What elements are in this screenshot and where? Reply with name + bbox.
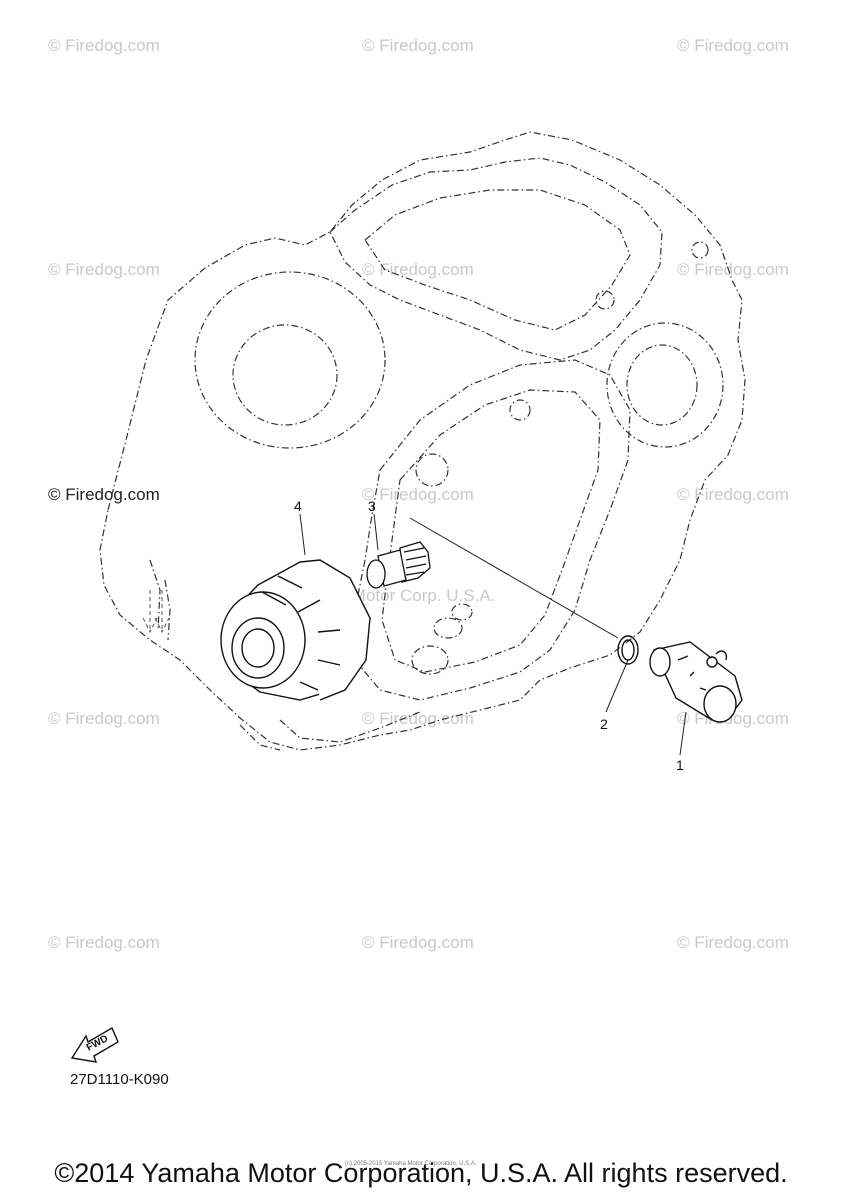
bolt-boss-4 <box>691 241 709 259</box>
left-rib-2 <box>164 579 171 641</box>
right-boss-inner <box>626 344 698 426</box>
fwd-arrow-icon <box>70 1026 119 1063</box>
watermark: © Firedog.com <box>362 933 474 952</box>
watermark: © Firedog.com <box>362 485 474 504</box>
watermark: © Firedog.com <box>48 36 160 55</box>
watermark-dark: © Firedog.com <box>48 485 160 504</box>
bolt-boss <box>415 453 449 487</box>
oil-fitting <box>366 541 431 589</box>
cylinder-inner <box>364 189 631 331</box>
leader-line-1 <box>679 711 687 756</box>
flow-arrow <box>142 590 158 634</box>
copyright-footer: ©2014 Yamaha Motor Corporation, U.S.A. A… <box>54 1158 788 1188</box>
watermark: © Firedog.com <box>48 933 160 952</box>
reference-code: 27D1110-K090 <box>70 1071 169 1088</box>
watermark: © Firedog.com <box>48 709 160 728</box>
callout-3: 3 <box>368 498 376 514</box>
mount-boss-3 <box>451 603 473 621</box>
callout-4: 4 <box>294 498 302 514</box>
leader-line-2 <box>605 659 629 713</box>
oil-union <box>649 641 743 723</box>
watermark: © Firedog.com <box>48 260 160 279</box>
watermark: © Firedog.com <box>677 260 789 279</box>
mount-boss-2 <box>433 617 463 639</box>
bolt-boss-3 <box>595 290 615 310</box>
oil-filter <box>220 559 371 701</box>
mount-boss <box>411 645 449 675</box>
leader-line-4 <box>299 513 306 556</box>
cylinder-block-outline <box>329 157 663 361</box>
flow-arrow-2 <box>154 590 170 634</box>
lower-flange <box>279 711 421 743</box>
bolt-boss-2 <box>509 399 531 421</box>
gasket-inner <box>381 389 601 673</box>
watermark: © Firedog.com <box>362 36 474 55</box>
leader-line-3 <box>373 513 379 551</box>
clutch-cover-inner <box>232 324 338 426</box>
watermark: © Firedog.com <box>362 709 474 728</box>
axis-line <box>409 517 619 639</box>
tiny-notice: (c) 2005-2015 Yamaha Motor Corporation, … <box>345 1161 477 1167</box>
callout-1: 1 <box>676 757 684 773</box>
right-boss-outer <box>606 322 724 448</box>
washer <box>617 635 639 665</box>
crankcase-outline <box>99 131 746 751</box>
callout-2: 2 <box>600 716 608 732</box>
left-rib <box>149 559 161 631</box>
watermark: © Firedog.com <box>677 933 789 952</box>
watermark: © Firedog.com <box>677 36 789 55</box>
bottom-edge <box>239 724 281 751</box>
watermark: © Firedog.com <box>677 485 789 504</box>
gasket-outline <box>354 359 631 701</box>
clutch-cover-outline <box>194 271 386 449</box>
watermark: © Firedog.com <box>362 260 474 279</box>
